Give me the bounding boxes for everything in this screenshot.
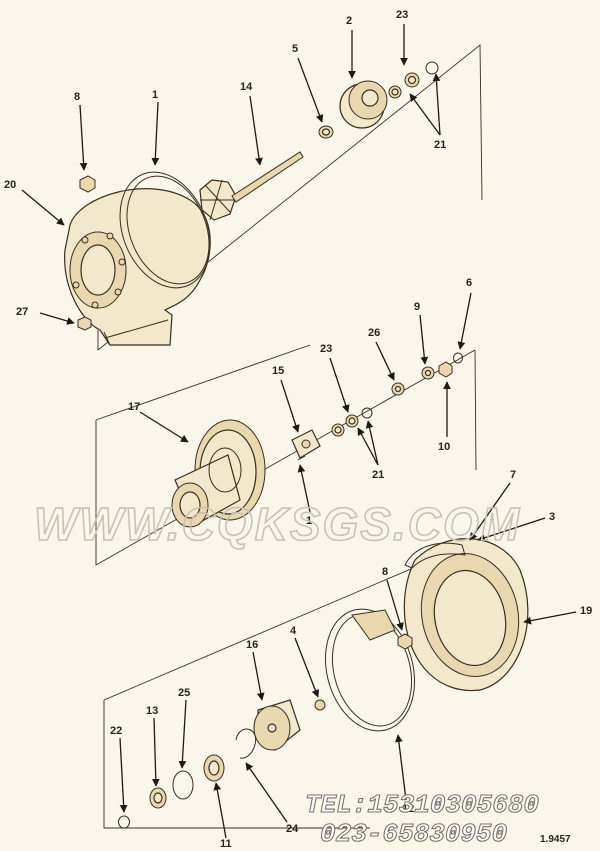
ring-6 (453, 352, 463, 364)
compressor-housing-19 (403, 538, 529, 692)
bearing-housing-17 (171, 419, 266, 528)
callout-16: 16 (246, 639, 258, 651)
callout-21-mid: 21 (372, 469, 384, 481)
section-frame-bottom (103, 547, 461, 829)
callout-27: 27 (16, 306, 28, 318)
oil-deflector-13 (149, 787, 167, 809)
washer-9 (421, 366, 435, 380)
callout-7: 7 (510, 469, 516, 481)
callout-5: 5 (292, 43, 298, 55)
thrust-bearing-15 (291, 429, 321, 459)
reference-code: 1.9457 (540, 834, 571, 845)
callout-6: 6 (466, 277, 472, 289)
nut-8-top (79, 175, 96, 193)
section-frame-top (97, 44, 483, 351)
callout-9: 9 (414, 301, 420, 313)
callout-23-top: 23 (396, 9, 408, 21)
callout-20: 20 (4, 179, 16, 191)
turbine-housing (64, 188, 211, 346)
callout-13: 13 (146, 705, 158, 717)
backplate-2 (339, 80, 388, 129)
callout-3: 3 (549, 511, 555, 523)
nut-27 (77, 316, 92, 331)
callout-2: 2 (346, 15, 352, 27)
watermark-text: WWW.CQKSGS.COM (34, 498, 521, 550)
callout-labels: 1 2 23 5 14 8 20 21 27 6 9 26 23 15 17 1… (4, 9, 592, 850)
ring-22 (118, 815, 130, 829)
seal-rings-21-top (388, 61, 439, 99)
callout-15: 15 (272, 365, 284, 377)
callout-25: 25 (178, 687, 190, 699)
callout-21-top: 21 (434, 139, 446, 151)
seal-rings-21-mid (331, 407, 373, 437)
callout-12: 12 (402, 803, 414, 815)
callout-26: 26 (368, 327, 380, 339)
turbine-wheel-shaft (199, 151, 304, 221)
phone-text-2: 023-65830950 (320, 819, 507, 849)
phone-text: TEL:15310305680 (305, 790, 539, 820)
compressor-wheel-16 (253, 699, 301, 751)
callout-11: 11 (220, 838, 232, 850)
o-ring-25 (172, 770, 194, 800)
callout-4: 4 (290, 625, 297, 637)
callout-23-mid: 23 (320, 343, 332, 355)
callout-24: 24 (286, 823, 299, 835)
callout-17: 17 (128, 401, 140, 413)
callout-8-top: 8 (74, 91, 80, 103)
nut-10 (438, 361, 453, 378)
snap-ring-24 (235, 728, 257, 759)
callout-22: 22 (110, 725, 122, 737)
washer-26 (391, 382, 405, 396)
nut-4 (314, 699, 326, 711)
callout-19: 19 (580, 605, 592, 617)
v-band-clamp-12 (324, 608, 416, 732)
leader-lines (21, 24, 577, 839)
callout-8-bottom: 8 (382, 566, 388, 578)
clamp-ring-top (119, 171, 211, 289)
nut-8-bottom (397, 633, 413, 650)
callout-14: 14 (240, 81, 253, 93)
callout-1-mid: 1 (306, 515, 312, 527)
insert-11 (203, 754, 225, 782)
callout-10: 10 (438, 441, 450, 453)
seal-ring-5 (318, 125, 334, 139)
pin-1-mid (297, 455, 306, 461)
callout-1-top: 1 (152, 89, 158, 101)
